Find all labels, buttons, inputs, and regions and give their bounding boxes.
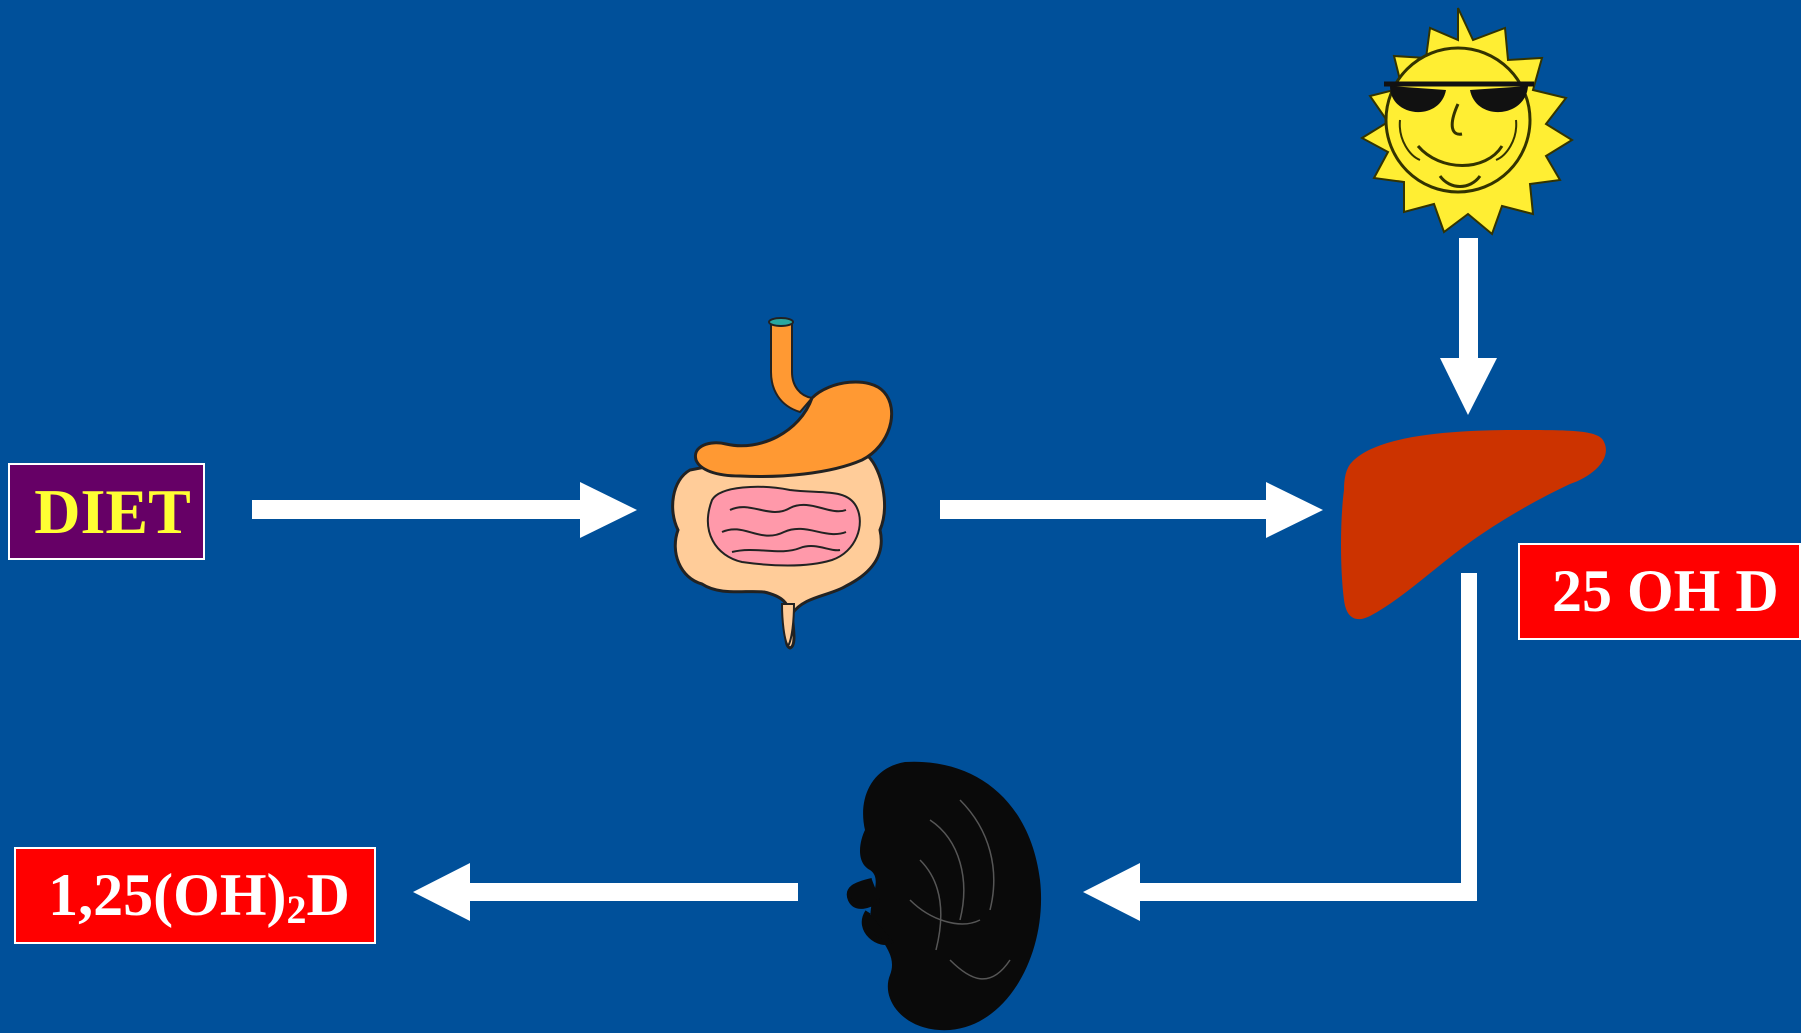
- arrow-intestine-to-liver: [940, 482, 1323, 538]
- digestive-tract-icon: [673, 318, 892, 648]
- arrow-sun-to-liver: [1440, 238, 1497, 415]
- diet-label: DIET: [8, 463, 205, 560]
- sun-with-sunglasses-icon: [1362, 8, 1572, 234]
- kidney-product-suffix: D: [306, 861, 349, 930]
- liver-product-label: 25 OH D: [1518, 543, 1801, 640]
- arrow-diet-to-intestine: [252, 482, 637, 538]
- arrow-kidney-to-calcitriol: [413, 863, 798, 921]
- arrow-liver-to-kidney: [1083, 573, 1477, 921]
- diet-label-text: DIET: [34, 475, 191, 549]
- liver-product-label-text: 25 OH D: [1552, 557, 1779, 626]
- kidney-icon: [849, 762, 1041, 1030]
- kidney-product-prefix: 1,25(OH): [48, 861, 286, 930]
- kidney-product-subscript: 2: [286, 886, 306, 933]
